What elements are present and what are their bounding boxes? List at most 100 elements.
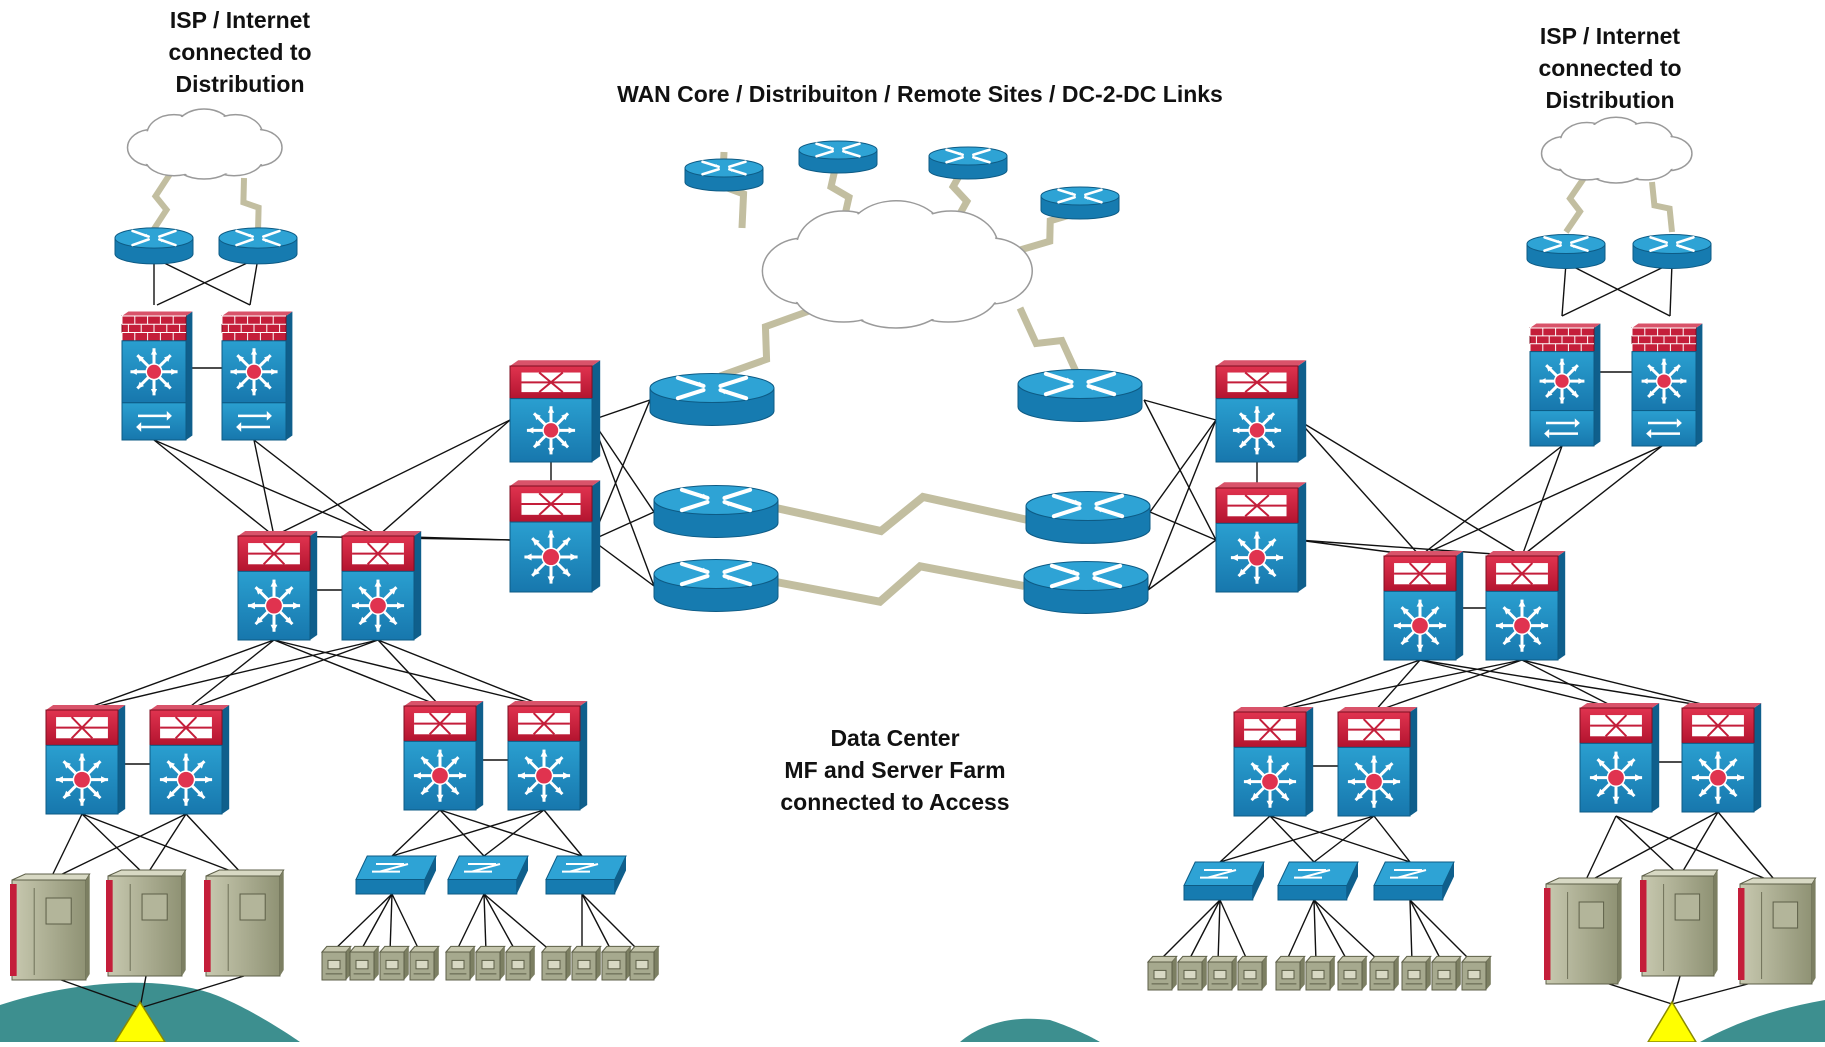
- link-line: [1149, 419, 1217, 513]
- wan-link: [1563, 176, 1587, 234]
- link-line: [1143, 399, 1217, 421]
- link-line: [273, 639, 441, 707]
- server-icon: [570, 945, 602, 981]
- multilayer-switch-icon: [509, 480, 601, 593]
- server-icon: [1304, 955, 1336, 991]
- cloud-icon: [761, 200, 1033, 329]
- server-icon: [444, 945, 476, 981]
- isp-right-line-1: ISP / Internet: [1539, 23, 1681, 49]
- server-icon: [378, 945, 410, 981]
- workgroup-switch-icon: [355, 855, 437, 895]
- server-icon: [320, 945, 352, 981]
- link-line: [1669, 262, 1673, 317]
- multilayer-switch-icon: [341, 530, 422, 641]
- server-icon: [600, 945, 632, 981]
- data-center-label: Data Center MF and Server Farm connected…: [735, 722, 1055, 818]
- multilayer-switch-icon: [1681, 702, 1762, 813]
- cloud-icon: [1540, 116, 1693, 184]
- link-line: [391, 809, 545, 857]
- link-line: [1583, 815, 1617, 885]
- link-line: [1269, 659, 1523, 713]
- link-line: [1373, 815, 1411, 863]
- link-line: [273, 419, 511, 537]
- link-line: [543, 809, 583, 857]
- wan-core-label: WAN Core / Distribuiton / Remote Sites /…: [617, 81, 1223, 107]
- link-line: [1583, 811, 1719, 885]
- link-line: [1149, 511, 1217, 541]
- multilayer-switch-icon: [1215, 482, 1307, 593]
- multilayer-switch-icon: [507, 700, 588, 811]
- firewall-icon: [1631, 323, 1703, 447]
- server-icon: [504, 945, 536, 981]
- link-line: [153, 439, 275, 537]
- router-icon: [1025, 490, 1151, 544]
- firewall-icon: [1529, 323, 1601, 447]
- node-layer: [10, 108, 1817, 1043]
- link-line: [1297, 419, 1421, 557]
- link-line: [1561, 262, 1673, 317]
- multilayer-switch-icon: [149, 704, 230, 815]
- link-line: [1409, 899, 1443, 963]
- link-line: [1285, 899, 1315, 963]
- server-icon: [408, 945, 440, 981]
- server-icon: [1146, 955, 1178, 991]
- link-line: [1147, 539, 1217, 591]
- isp-left-line-2: connected to: [168, 39, 312, 65]
- wan-link: [1016, 306, 1082, 378]
- wan-link: [240, 177, 262, 233]
- ground-hill-right: [1700, 1000, 1825, 1042]
- wan-link: [775, 492, 1029, 536]
- warning-triangle-icon: [1646, 1000, 1698, 1043]
- link-line: [1679, 811, 1719, 877]
- server-icon: [1176, 955, 1208, 991]
- link-line: [1269, 815, 1411, 863]
- link-line: [1419, 445, 1563, 557]
- link-line: [81, 813, 147, 877]
- link-line: [483, 893, 517, 953]
- link-line: [1521, 659, 1719, 709]
- link-line: [581, 893, 613, 953]
- link-line: [1297, 419, 1523, 557]
- router-icon: [649, 372, 775, 426]
- server-icon: [1206, 955, 1238, 991]
- multilayer-switch-icon: [237, 530, 318, 641]
- link-line: [1269, 815, 1315, 863]
- link-line: [483, 893, 553, 953]
- link-line: [81, 639, 275, 711]
- link-line: [591, 539, 655, 587]
- server-icon: [1430, 955, 1462, 991]
- mainframe-icon: [10, 873, 91, 981]
- router-icon: [1526, 233, 1606, 269]
- server-icon: [1368, 955, 1400, 991]
- link-line: [139, 975, 245, 1009]
- link-line: [1187, 899, 1221, 963]
- wan-link: [775, 562, 1025, 606]
- link-line: [581, 893, 641, 953]
- link-line: [1157, 899, 1221, 963]
- mainframe-icon: [1738, 877, 1817, 985]
- link-line: [591, 419, 655, 587]
- server-icon: [1336, 955, 1368, 991]
- link-line: [1269, 659, 1421, 713]
- wan-link: [1649, 181, 1675, 233]
- router-icon: [218, 227, 298, 265]
- mainframe-icon: [204, 869, 285, 977]
- link-line: [1219, 899, 1249, 963]
- link-line: [81, 639, 379, 711]
- multilayer-switch-icon: [403, 700, 484, 811]
- mainframe-icon: [1640, 869, 1719, 977]
- isp-right-line-3: Distribution: [1545, 87, 1675, 113]
- router-icon: [653, 558, 779, 612]
- workgroup-switch-icon: [447, 855, 529, 895]
- isp-left-line-1: ISP / Internet: [169, 7, 311, 33]
- server-icon: [540, 945, 572, 981]
- multilayer-switch-icon: [1215, 360, 1307, 463]
- link-line: [1217, 899, 1221, 963]
- link-line: [49, 975, 141, 1009]
- ground-hill-left: [0, 982, 300, 1042]
- server-icon: [1274, 955, 1306, 991]
- link-line: [483, 893, 487, 953]
- link-line: [145, 813, 187, 877]
